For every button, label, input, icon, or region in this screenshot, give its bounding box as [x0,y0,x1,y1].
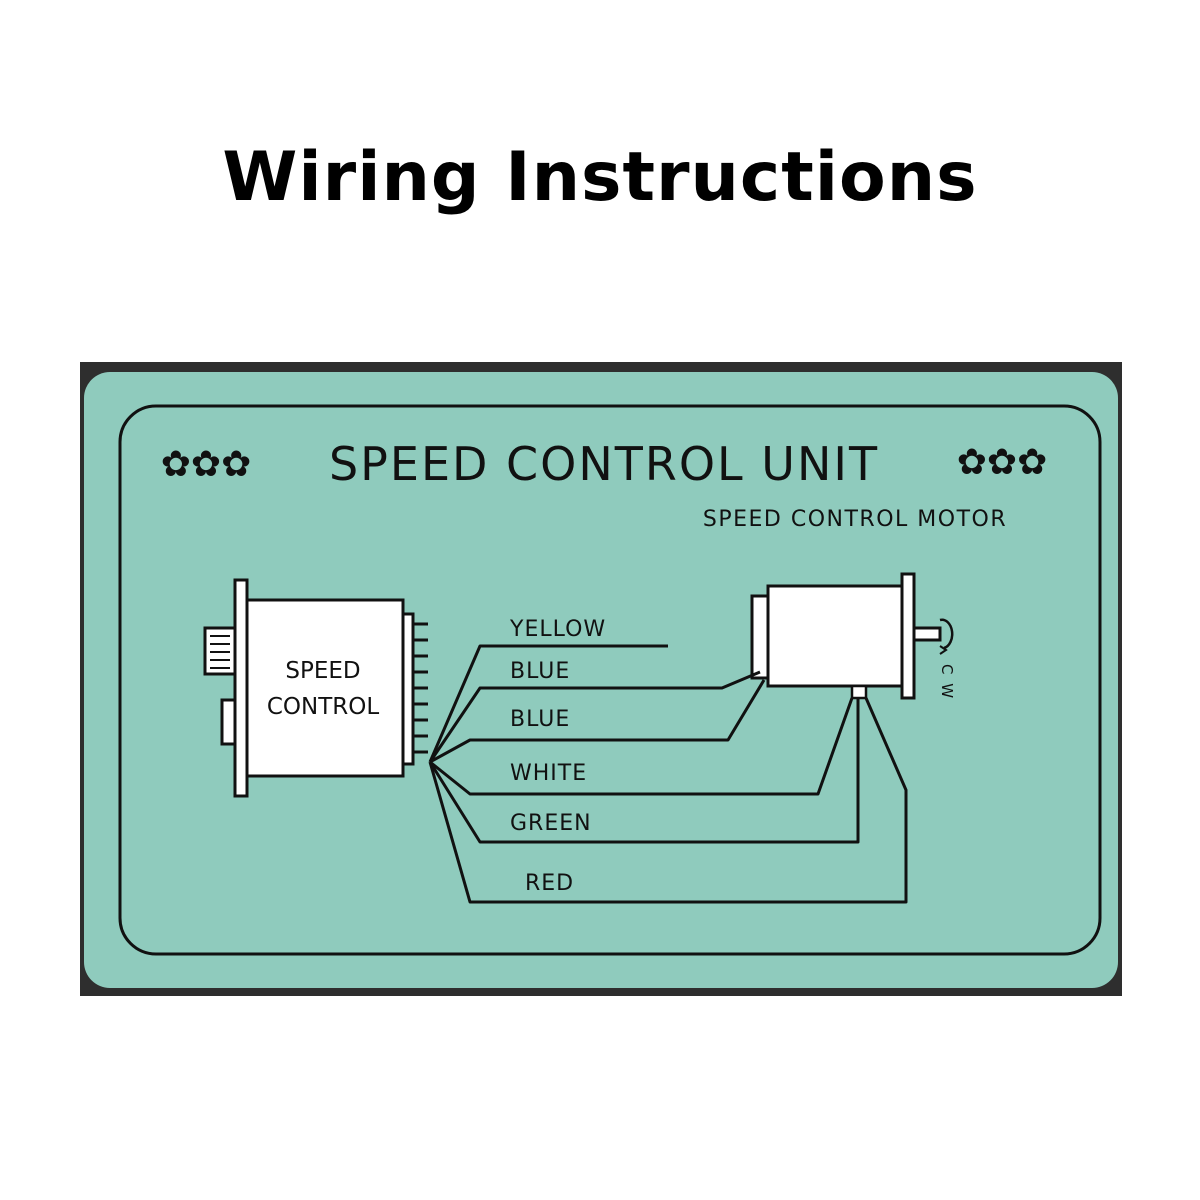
wire-label-blue-2: BLUE [510,707,570,732]
wire-label-red: RED [525,871,574,896]
speed-controller [203,578,428,798]
wire-green [428,698,860,844]
label-title: SPEED CONTROL UNIT [329,437,879,491]
motor [750,572,954,700]
wire-white [429,697,854,796]
wire-blue-2 [429,679,766,764]
wire-label-green: GREEN [510,811,592,836]
motor-terminal [850,684,868,700]
wire-label-white: WHITE [510,761,587,786]
decoration-right: ✿✿✿ [957,442,1048,483]
wire-red [428,697,908,904]
decoration-left: ✿✿✿ [161,444,252,485]
label-inner-border [118,404,1102,956]
rotation-label: C W [938,664,956,700]
controller-label-line2: CONTROL [267,694,380,720]
wire-label-yellow: YELLOW [509,617,606,642]
motor-shaft [912,626,942,642]
wire-yellow [428,644,668,763]
wire-blue-1 [428,670,761,763]
label-subtitle: SPEED CONTROL MOTOR [703,507,1007,532]
page-title: Wiring Instructions [222,138,978,217]
rotation-arrow-icon [939,618,954,650]
controller-label-line1: SPEED [285,658,360,684]
wire-label-blue-1: BLUE [510,659,570,684]
